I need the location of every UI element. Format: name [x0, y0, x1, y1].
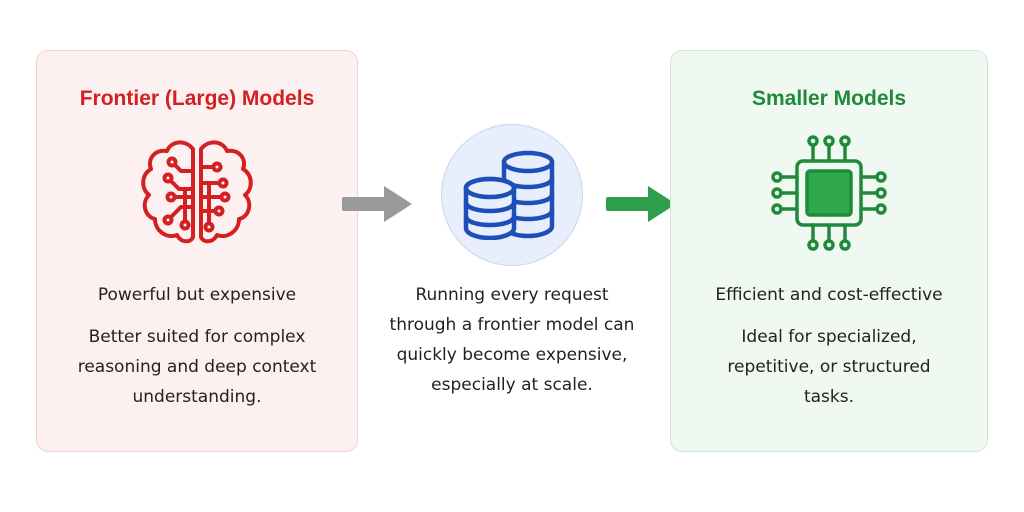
brain-icon: [135, 131, 259, 260]
smaller-models-title: Smaller Models: [751, 87, 907, 110]
arrow-right-icon: [606, 184, 678, 229]
arrow-right-icon: [342, 184, 414, 229]
smaller-models-subtitle: Efficient and cost-effective: [715, 285, 943, 305]
cost-explanation: Running every request through a frontier…: [380, 50, 670, 452]
smaller-models-card: Smaller Models: [670, 50, 988, 452]
cost-explanation-text: Running every request through a frontier…: [389, 285, 635, 395]
frontier-models-subtitle: Powerful but expensive: [97, 285, 297, 305]
frontier-models-description: Better suited for complex reasoning and …: [77, 327, 317, 407]
frontier-models-card: Frontier (Large) Models: [36, 50, 358, 452]
chip-icon: [767, 131, 891, 260]
coins-badge: [441, 124, 583, 266]
smaller-models-description: Ideal for specialized, repetitive, or st…: [727, 327, 931, 407]
frontier-models-title: Frontier (Large) Models: [79, 87, 315, 110]
coins-icon: [463, 150, 555, 240]
